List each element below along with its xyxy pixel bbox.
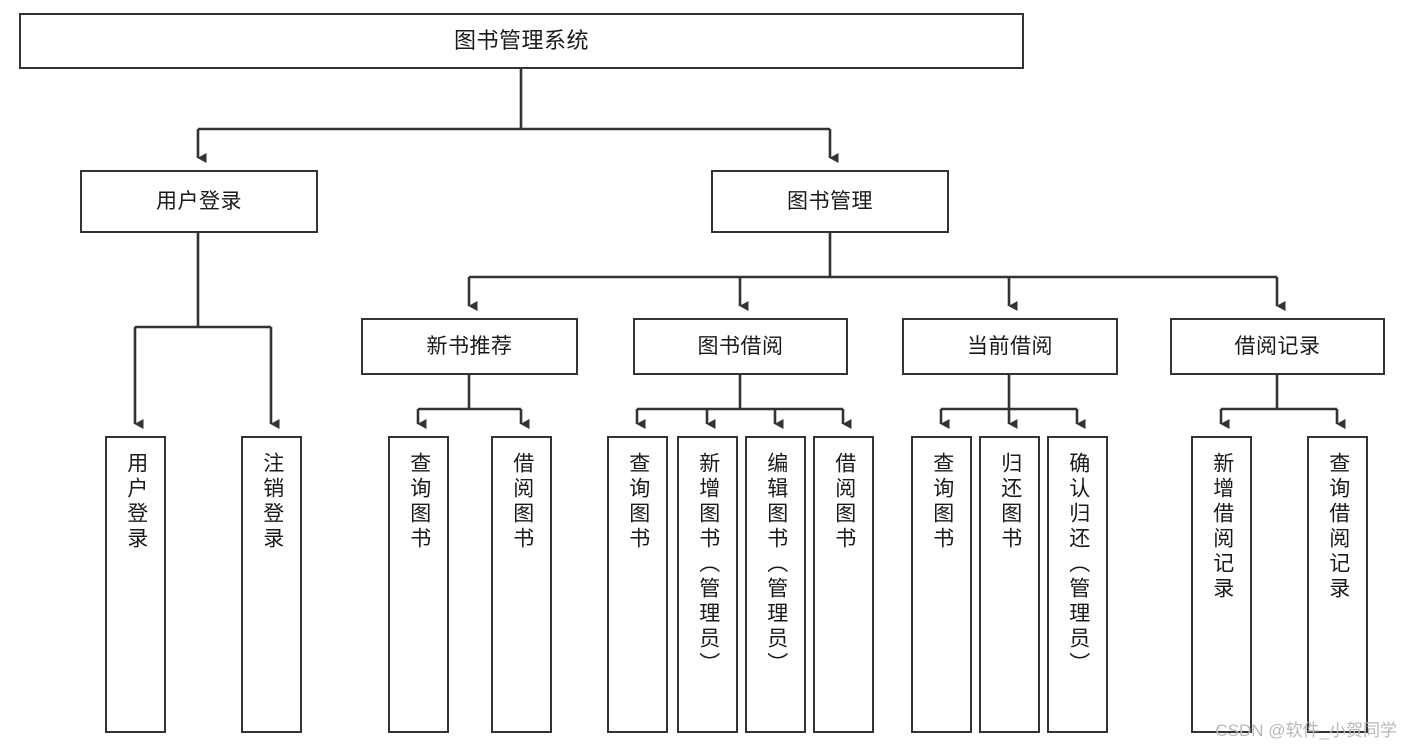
node-leaf-user-login-label: 用户登录 [124,452,148,552]
watermark: CSDN @软件_小贺同学 [1215,721,1397,740]
node-leaf-query-book-3[interactable]: 查询图书 [911,436,972,733]
node-leaf-user-logout-label: 注销登录 [260,452,284,552]
node-leaf-borrow-book-1[interactable]: 借阅图书 [491,436,552,733]
node-book-manage-label: 图书管理 [787,189,873,213]
node-user-login-label: 用户登录 [156,189,242,213]
node-leaf-query-record-label: 查询借阅记录 [1326,452,1350,602]
node-leaf-borrow-book-2-label: 借阅图书 [832,452,856,552]
node-leaf-add-record-label: 新增借阅记录 [1210,452,1234,602]
node-current-borrow-label: 当前借阅 [967,334,1053,358]
node-leaf-edit-book[interactable]: 编辑图书（管理员） [745,436,806,733]
node-borrow-record[interactable]: 借阅记录 [1170,318,1385,375]
node-user-login[interactable]: 用户登录 [80,170,318,233]
node-root[interactable]: 图书管理系统 [19,13,1024,69]
node-root-label: 图书管理系统 [453,27,589,53]
node-leaf-borrow-book-2[interactable]: 借阅图书 [813,436,874,733]
node-leaf-query-record[interactable]: 查询借阅记录 [1307,436,1368,733]
node-leaf-add-book-label: 新增图书（管理员） [696,452,720,677]
node-leaf-confirm-return[interactable]: 确认归还（管理员） [1047,436,1108,733]
node-borrow-record-label: 借阅记录 [1234,334,1321,358]
node-leaf-user-logout[interactable]: 注销登录 [241,436,302,733]
node-leaf-add-book[interactable]: 新增图书（管理员） [677,436,738,733]
node-leaf-query-book-1-label: 查询图书 [407,452,431,552]
node-book-manage[interactable]: 图书管理 [711,170,949,233]
node-leaf-return-book-label: 归还图书 [998,452,1022,552]
node-new-book-recommend-label: 新书推荐 [426,334,513,358]
node-book-borrow-label: 图书借阅 [697,334,784,358]
node-leaf-query-book-1[interactable]: 查询图书 [388,436,449,733]
node-leaf-user-login[interactable]: 用户登录 [105,436,166,733]
node-current-borrow[interactable]: 当前借阅 [902,318,1118,375]
node-leaf-edit-book-label: 编辑图书（管理员） [764,452,788,677]
node-leaf-query-book-2-label: 查询图书 [626,452,650,552]
node-leaf-add-record[interactable]: 新增借阅记录 [1191,436,1252,733]
node-leaf-query-book-2[interactable]: 查询图书 [607,436,668,733]
node-leaf-return-book[interactable]: 归还图书 [979,436,1040,733]
node-book-borrow[interactable]: 图书借阅 [633,318,848,375]
node-leaf-query-book-3-label: 查询图书 [930,452,954,552]
node-new-book-recommend[interactable]: 新书推荐 [361,318,578,375]
node-leaf-confirm-return-label: 确认归还（管理员） [1066,452,1090,677]
node-leaf-borrow-book-1-label: 借阅图书 [510,452,534,552]
